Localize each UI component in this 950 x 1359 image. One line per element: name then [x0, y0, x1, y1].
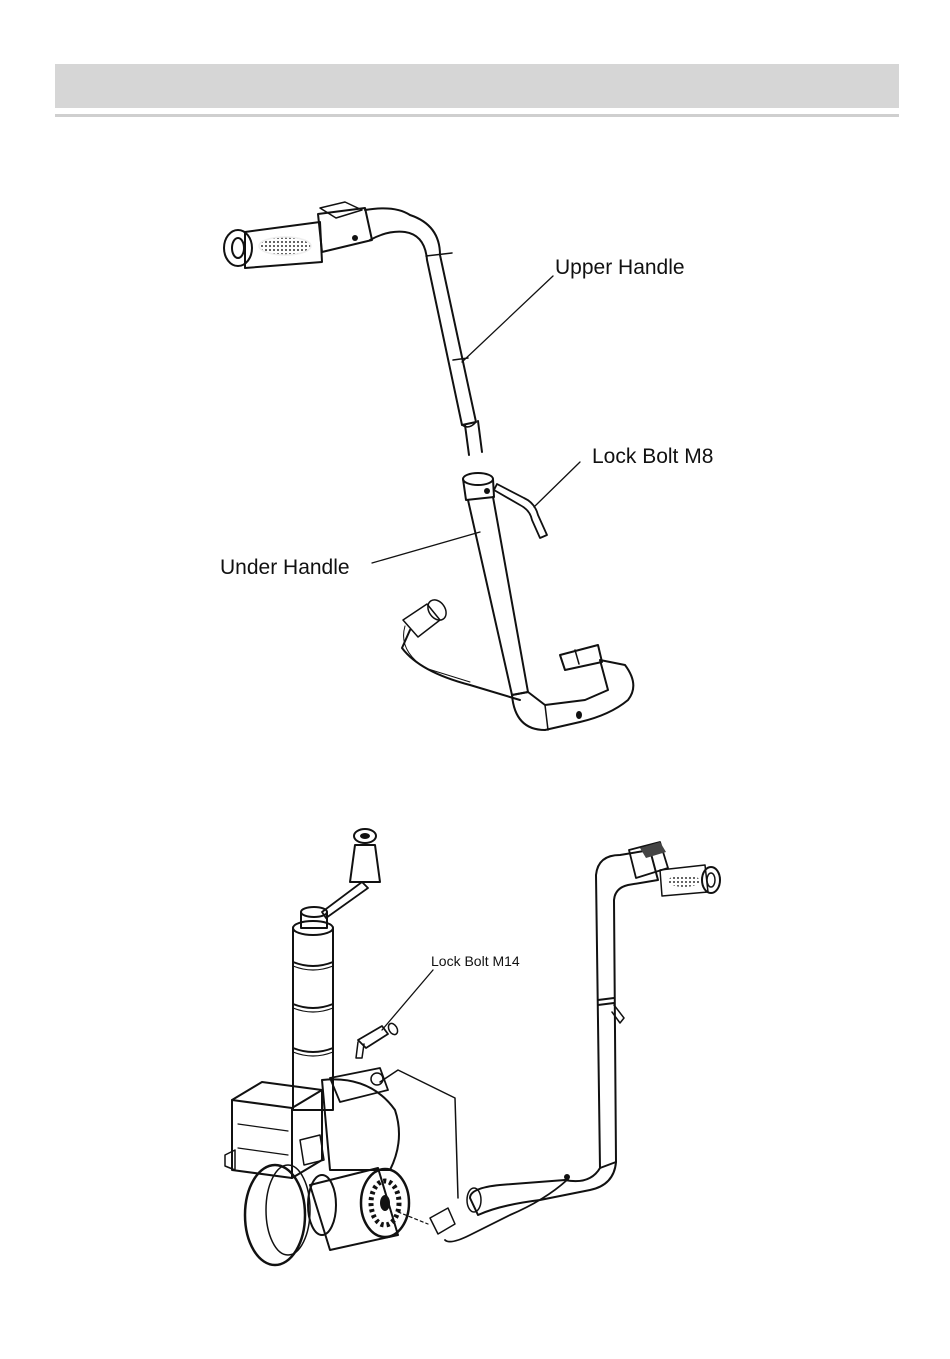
- lock-bolt-m14: [356, 1022, 399, 1058]
- motor-cylinder: [308, 1168, 409, 1250]
- mover-wheel: [245, 1165, 310, 1265]
- right-handle: [467, 842, 720, 1215]
- lock-bolt-m14-label: Lock Bolt M14: [431, 953, 520, 969]
- upper-handle-tube: [365, 208, 482, 455]
- figure-2-mover-assembly: Lock Bolt M14: [225, 829, 720, 1265]
- figure-1-handle-assembly: Upper Handle Lock Bolt M8 Under Handle: [220, 202, 713, 730]
- upper-handle-grip: [224, 202, 372, 268]
- lock-bolt-m8-label: Lock Bolt M8: [592, 445, 713, 468]
- under-handle-label: Under Handle: [220, 556, 350, 579]
- lock-bolt-m8-leader: [534, 462, 580, 507]
- upper-handle-leader: [462, 276, 553, 362]
- upper-handle-label: Upper Handle: [555, 256, 685, 279]
- lock-bolt-m14-leader: [382, 970, 433, 1030]
- lock-bolt-m8: [494, 484, 547, 538]
- under-handle-leader: [372, 532, 480, 563]
- motor-housing: [225, 1068, 399, 1178]
- jack-crank-handle: [322, 829, 380, 918]
